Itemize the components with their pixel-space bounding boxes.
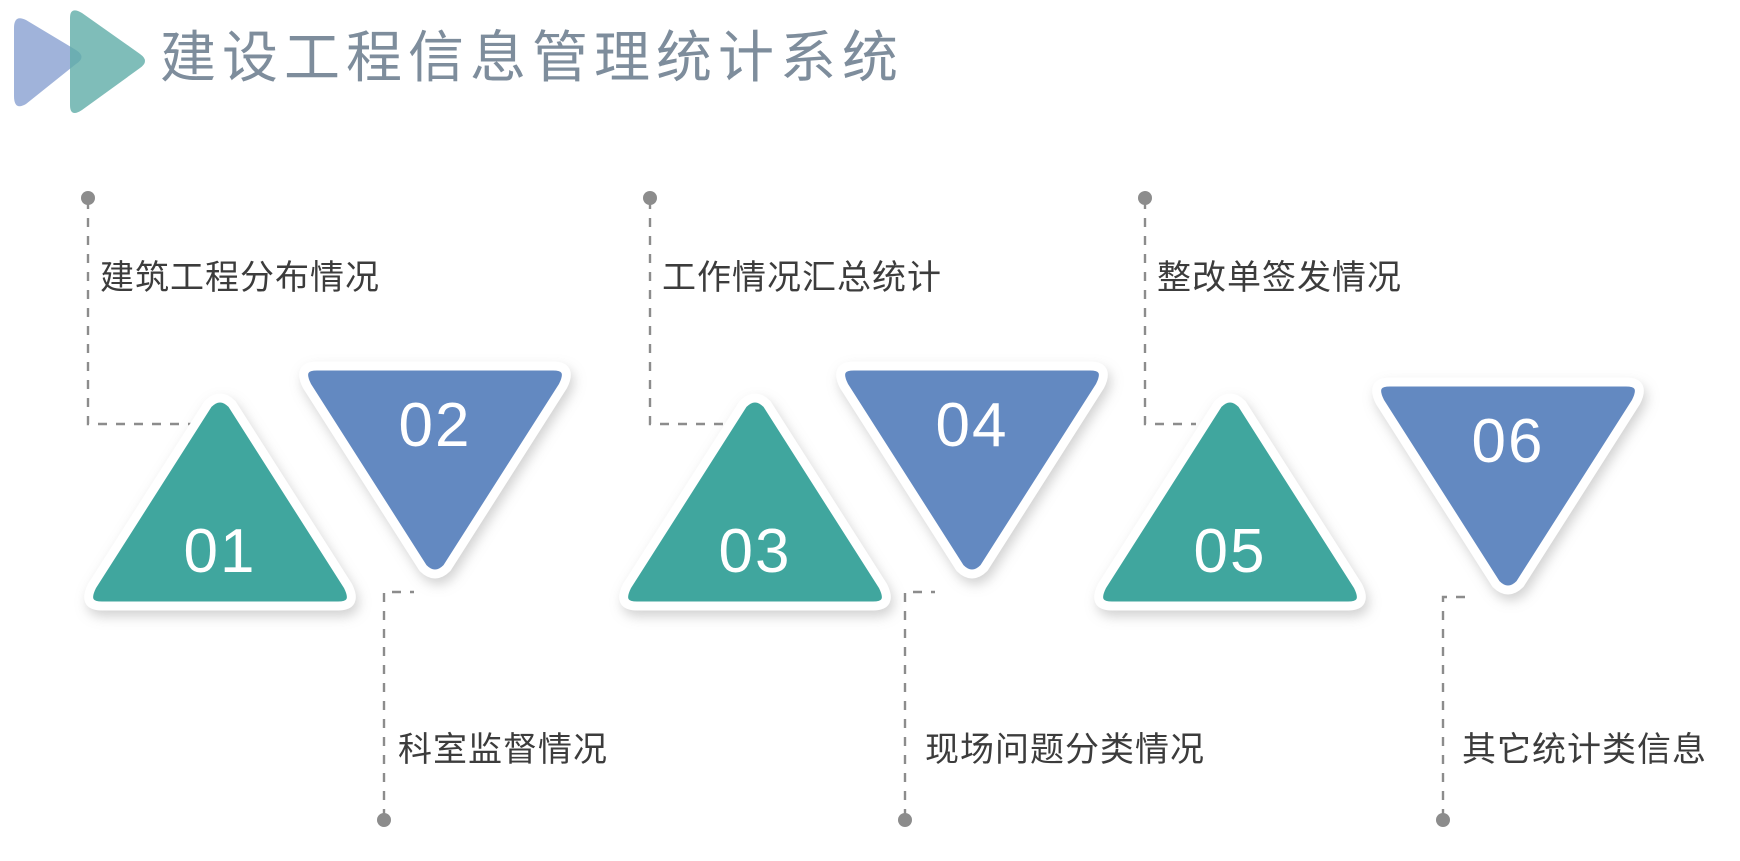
connector-06 [1441, 595, 1472, 818]
connector-dot-04 [898, 813, 912, 827]
connector-dot-05 [1138, 191, 1152, 205]
step-label-02: 科室监督情况 [398, 731, 608, 769]
step-shape-06[interactable]: 06 [1368, 368, 1648, 598]
step-label-01: 建筑工程分布情况 [100, 259, 380, 297]
connector-dot-02 [377, 813, 391, 827]
step-label-05: 整改单签发情况 [1157, 259, 1402, 297]
double-play-triangle-logo-icon [8, 6, 148, 118]
page-title: 建设工程信息管理统计系统 [160, 26, 904, 89]
connector-dot-01 [81, 191, 95, 205]
step-shape-04[interactable]: 04 [832, 352, 1112, 582]
step-label-03: 工作情况汇总统计 [662, 259, 942, 297]
connector-dot-03 [643, 191, 657, 205]
connector-04 [903, 590, 935, 818]
step-label-06: 其它统计类信息 [1462, 731, 1707, 769]
step-shape-02[interactable]: 02 [295, 352, 575, 582]
slide-header: 建设工程信息管理统计系统 [0, 0, 1740, 130]
connector-02 [382, 590, 414, 818]
connector-dot-06 [1436, 813, 1450, 827]
step-label-04: 现场问题分类情况 [925, 731, 1205, 769]
step-shape-05[interactable]: 05 [1090, 390, 1370, 620]
